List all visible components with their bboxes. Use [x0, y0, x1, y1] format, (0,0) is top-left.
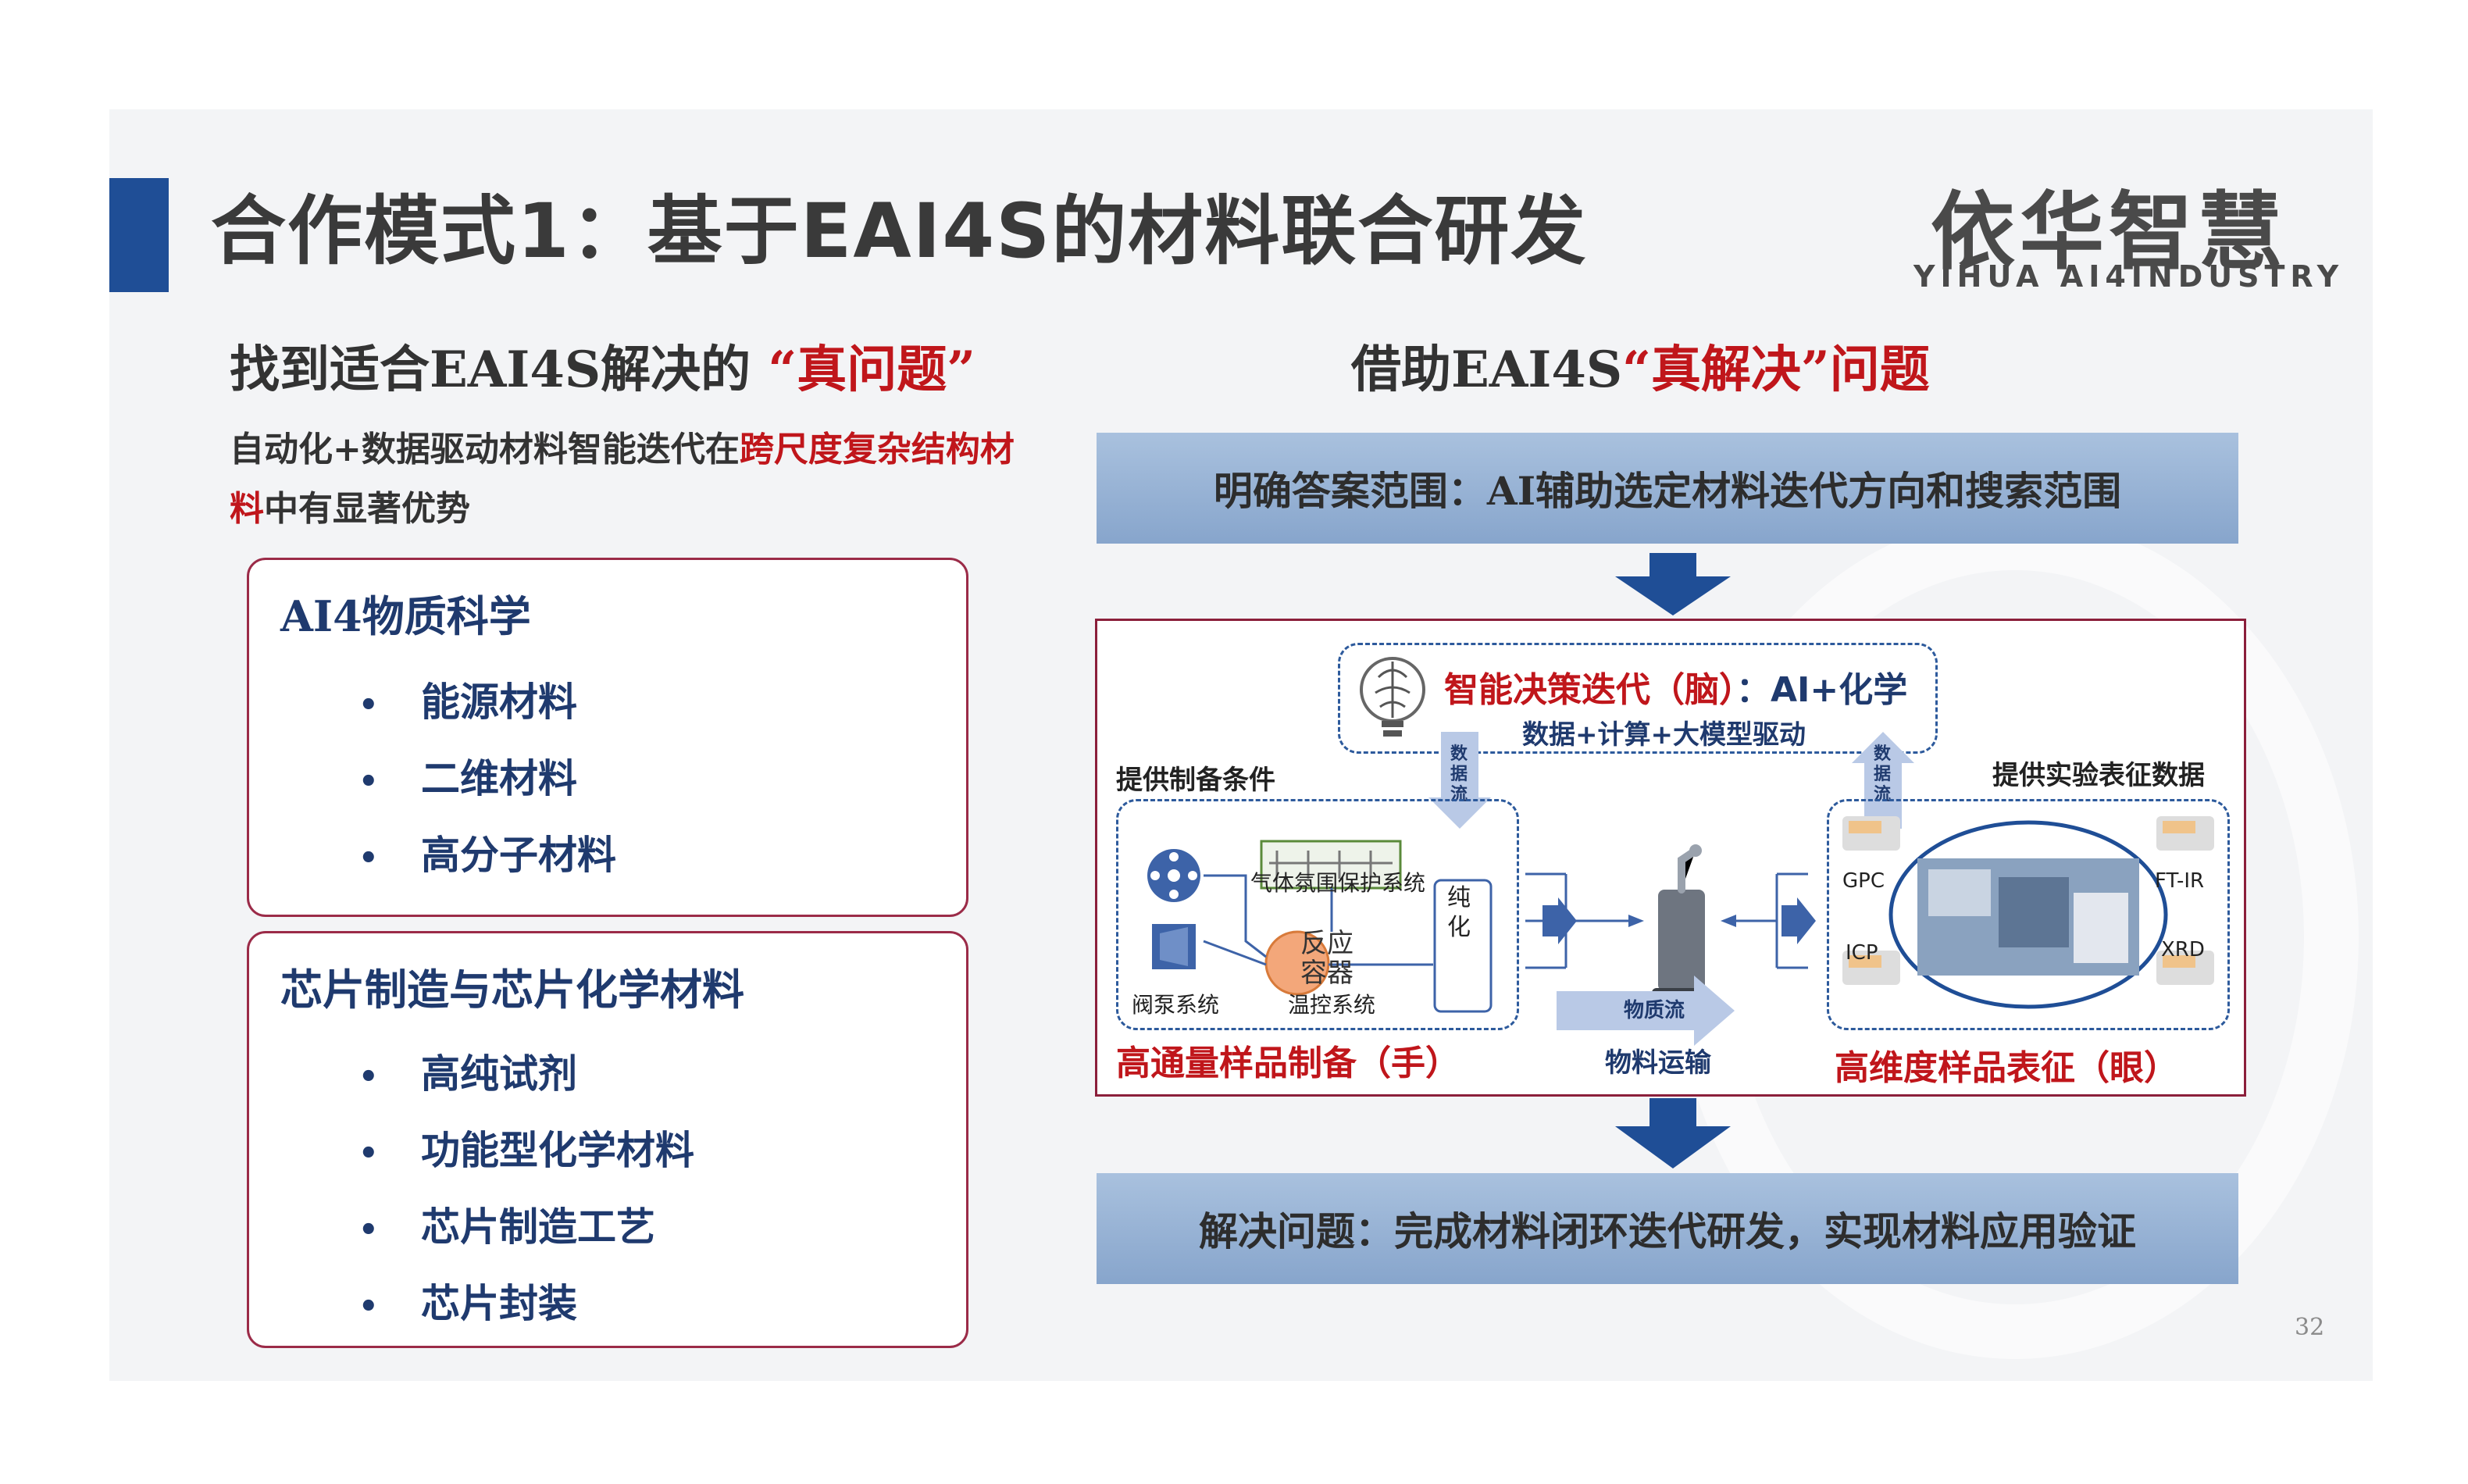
list-item: • 能源材料 [358, 671, 577, 727]
right-heading-suffix: 问题 [1829, 341, 1930, 399]
gas-system-label: 气体氛围保护系统 [1250, 870, 1426, 896]
bullet-icon: • [358, 687, 379, 723]
bullet-icon: • [358, 1059, 379, 1095]
brain-ai-label: AI+化学 [1771, 670, 1908, 710]
answer-scope-box: 明确答案范围：AI辅助选定材料迭代方向和搜索范围 [1097, 433, 2238, 544]
company-logo-subtitle: YIHUA AI4INDUSTRY [1913, 259, 2345, 294]
prep-apparatus-illustration [1147, 840, 1493, 1013]
purify-label: 纯 化 [1447, 883, 1471, 943]
bullet-icon: • [358, 764, 379, 800]
reactor-label: 反应 容器 [1300, 929, 1353, 988]
list-item-label: 芯片封装 [421, 1281, 577, 1326]
list-item: • 二维材料 [358, 747, 577, 804]
slide-title: 合作模式1：基于EAI4S的材料联合研发 [211, 187, 1588, 275]
list-item-label: 功能型化学材料 [421, 1128, 694, 1173]
panel-title: 芯片制造与芯片化学材料 [280, 965, 744, 1015]
intro-part-a: 自动化+数据驱动材料智能迭代在 [230, 430, 740, 469]
valve-system-label: 阀泵系统 [1132, 992, 1220, 1018]
title-accent-bar [109, 178, 169, 292]
down-arrow-icon [1615, 553, 1731, 615]
material-flow-label: 物质流 [1624, 999, 1685, 1022]
solve-problem-box: 解决问题：完成材料闭环迭代研发，实现材料应用验证 [1097, 1173, 2238, 1284]
instrument-xrd-label: XRD [2161, 938, 2205, 961]
list-item-label: 能源材料 [421, 680, 577, 725]
brain-title-row: 智能决策迭代（脑）：AI+化学 [1444, 662, 1907, 712]
slide: 合作模式1：基于EAI4S的材料联合研发 依华智慧 YIHUA AI4INDUS… [109, 109, 2373, 1381]
data-flow-down-arrow-icon [1428, 732, 1491, 829]
right-heading-highlight: “真解决” [1622, 341, 1830, 399]
instrument-ftir-label: FT-IR [2155, 869, 2205, 893]
intro-part-b: 中有显著优势 [264, 489, 470, 529]
data-flow-label-left: 数 据 流 [1450, 744, 1468, 805]
right-heading: 借助EAI4S“真解决”问题 [1351, 330, 1930, 401]
down-arrow-icon [1615, 1098, 1731, 1168]
list-item-label: 二维材料 [421, 756, 577, 801]
data-flow-char: 据 [1450, 765, 1468, 784]
company-logo: 依华智慧 [1930, 184, 2287, 281]
intro-text: 自动化+数据驱动材料智能迭代在跨尺度复杂结构材料中有显著优势 [230, 420, 1026, 539]
material-flow-arrow-icon [1557, 976, 1735, 1046]
brain-bulb-icon [1360, 657, 1425, 737]
reactor-line: 容器 [1300, 958, 1353, 989]
list-item: • 功能型化学材料 [358, 1119, 694, 1175]
temp-system-label: 温控系统 [1288, 992, 1376, 1018]
bullet-icon: • [358, 1289, 379, 1325]
purify-char: 纯 [1447, 884, 1471, 911]
left-heading-highlight: “真问题” [768, 341, 976, 399]
data-flow-up-arrow-icon [1852, 732, 1914, 829]
data-flow-char: 据 [1874, 765, 1892, 784]
bullet-icon: • [358, 1136, 379, 1172]
page-number: 32 [2295, 1314, 2325, 1341]
reactor-line: 反应 [1300, 928, 1353, 959]
list-item-label: 芯片制造工艺 [421, 1204, 655, 1250]
bullet-icon: • [358, 840, 379, 876]
list-item: • 高分子材料 [358, 824, 616, 880]
brain-colon: ： [1736, 670, 1771, 710]
list-item: • 芯片制造工艺 [358, 1196, 655, 1252]
panel-title: AI4物质科学 [280, 591, 531, 641]
list-item-label: 高纯试剂 [421, 1051, 577, 1097]
left-caption: 提供制备条件 [1116, 765, 1275, 796]
brain-subtitle: 数据+计算+大模型驱动 [1522, 719, 1806, 751]
data-flow-char: 数 [1874, 744, 1892, 764]
right-caption: 提供实验表征数据 [1992, 760, 2205, 791]
data-flow-label-right: 数 据 流 [1874, 744, 1891, 805]
sample-prep-title: 高通量样品制备（手） [1116, 1043, 1460, 1083]
left-heading: 找到适合EAI4S解决的 “真问题” [230, 330, 975, 401]
transport-label: 物料运输 [1605, 1047, 1711, 1079]
instrument-icp-label: ICP [1846, 941, 1878, 965]
brain-box [1338, 643, 1938, 754]
panel-ai4-science: AI4物质科学 • 能源材料 • 二维材料 • 高分子材料 [247, 558, 968, 917]
panel-chip-materials: 芯片制造与芯片化学材料 • 高纯试剂 • 功能型化学材料 • 芯片制造工艺 • 芯片封装 [247, 931, 968, 1348]
brain-title: 智能决策迭代（脑） [1444, 670, 1736, 710]
purify-char: 化 [1447, 914, 1471, 941]
right-heading-text: 借助EAI4S [1351, 341, 1623, 399]
characterization-box [1827, 799, 2230, 1030]
workflow-diagram: 智能决策迭代（脑）：AI+化学 数据+计算+大模型驱动 数 据 流 数 据 流 … [1095, 619, 2246, 1097]
intro-highlight: 跨尺度复杂结构材料 [230, 430, 1015, 529]
sample-prep-box [1116, 799, 1519, 1030]
characterization-illustration [1842, 816, 2214, 1009]
left-heading-text: 找到适合EAI4S解决的 [230, 341, 751, 399]
list-item: • 高纯试剂 [358, 1043, 577, 1099]
data-flow-char: 数 [1450, 744, 1468, 764]
list-item-label: 高分子材料 [421, 833, 616, 878]
bullet-icon: • [358, 1212, 379, 1248]
instrument-gpc-label: GPC [1842, 869, 1885, 893]
characterization-title: 高维度样品表征（眼） [1835, 1048, 2178, 1088]
list-item: • 芯片封装 [358, 1272, 577, 1329]
